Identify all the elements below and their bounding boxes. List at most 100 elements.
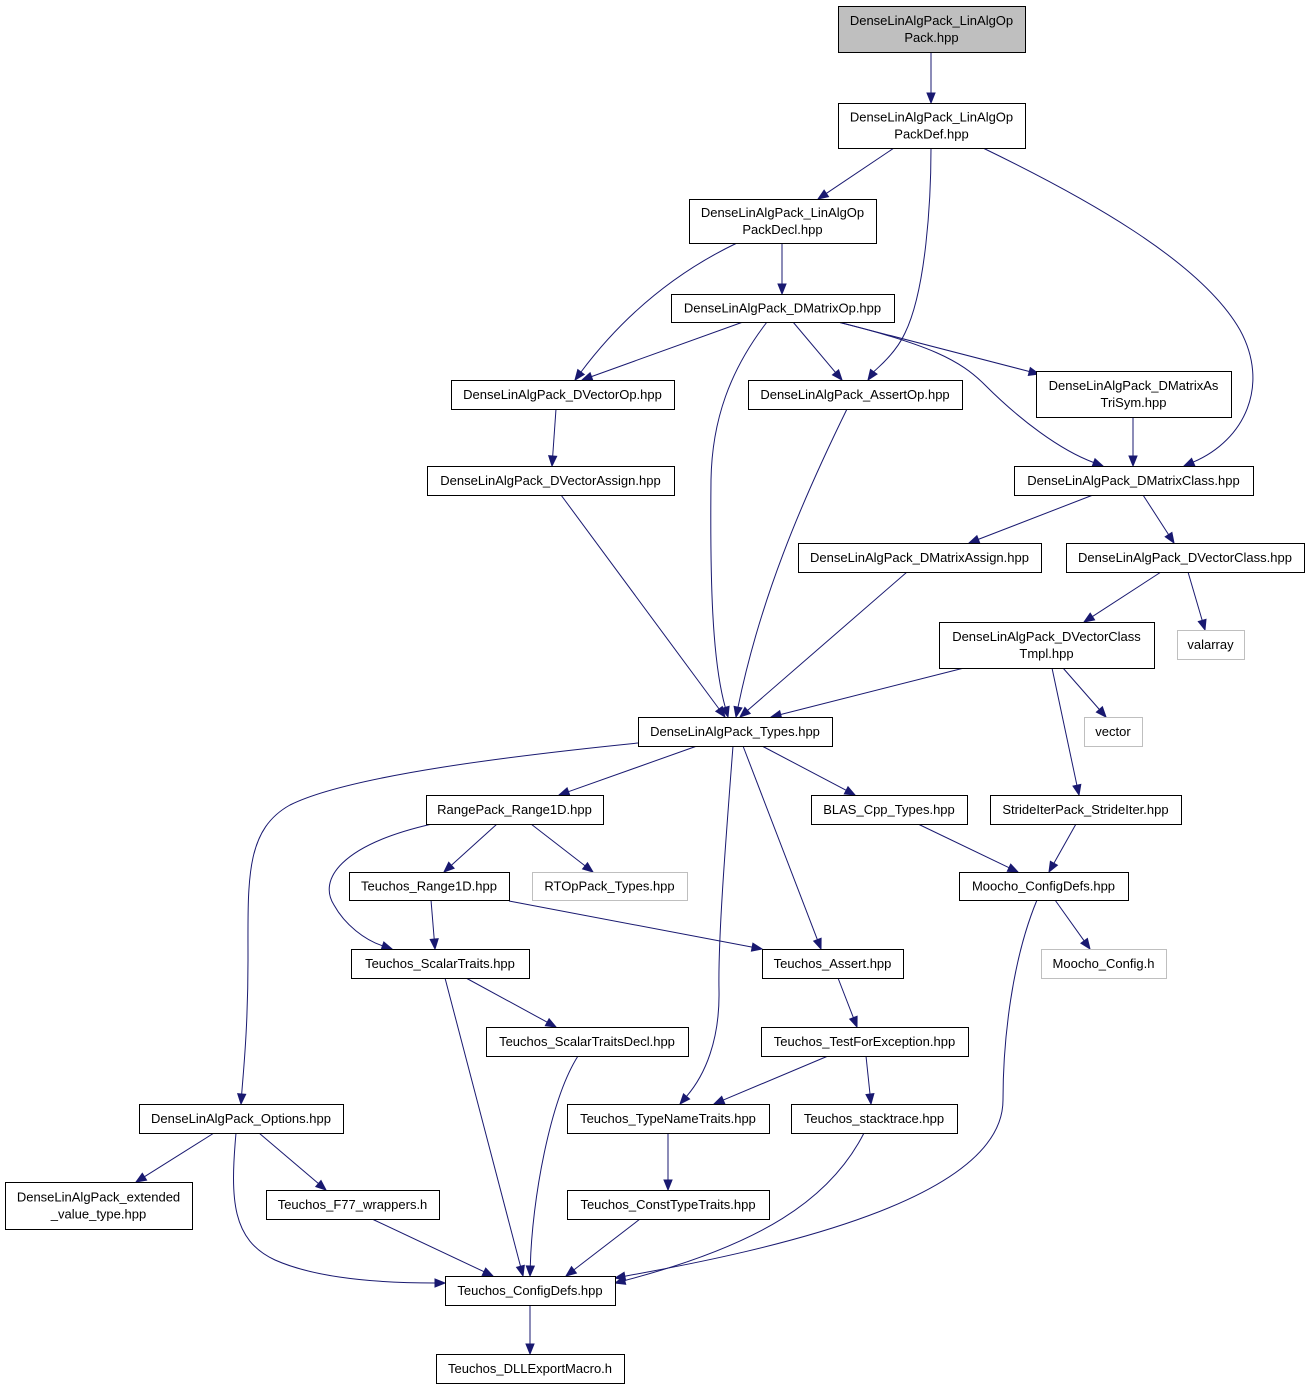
arrowhead-icon (777, 283, 787, 296)
edge-line (917, 823, 1010, 869)
edge-teuchosassert-to-testforexception (837, 977, 858, 1029)
node-box (436, 1354, 625, 1384)
node-range1d[interactable]: RangePack_Range1D.hpp (426, 795, 604, 825)
node-extendedvt[interactable]: DenseLinAlgPack_extended_value_type.hpp (5, 1182, 193, 1230)
node-dvectorop[interactable]: DenseLinAlgPack_DVectorOp.hpp (451, 380, 675, 410)
arrowhead-icon (314, 1179, 328, 1191)
node-dvectorassign[interactable]: DenseLinAlgPack_DVectorAssign.hpp (427, 466, 675, 496)
edge-teuchosconfigdefs-to-dllexport (525, 1305, 535, 1356)
arrowhead-icon (679, 1092, 691, 1106)
node-teuchosrange1d[interactable]: Teuchos_Range1D.hpp (349, 872, 510, 901)
node-label: DenseLinAlgPack_Types.hpp (650, 724, 820, 739)
node-moochoconfigdefs[interactable]: Moocho_ConfigDefs.hpp (959, 872, 1129, 901)
node-assertop[interactable]: DenseLinAlgPack_AssertOp.hpp (748, 380, 963, 410)
edge-line (837, 321, 1094, 463)
arrowhead-icon (733, 705, 743, 719)
edge-line (837, 977, 854, 1018)
edge-line (241, 742, 639, 1095)
node-scalartraitsdecl[interactable]: Teuchos_ScalarTraitsDecl.hpp (486, 1027, 689, 1057)
edge-typenametraits-to-consttypetraits (663, 1133, 673, 1192)
node-label: Teuchos_TestForException.hpp (774, 1034, 955, 1049)
node-label: TriSym.hpp (1101, 395, 1167, 410)
node-box (791, 1104, 958, 1134)
node-label: DenseLinAlgPack_AssertOp.hpp (760, 387, 949, 402)
edge-line (978, 494, 1094, 540)
edge-line (865, 1055, 871, 1095)
node-dmatrixassign[interactable]: DenseLinAlgPack_DMatrixAssign.hpp (798, 543, 1042, 573)
node-types[interactable]: DenseLinAlgPack_Types.hpp (638, 717, 833, 747)
node-label: DenseLinAlgPack_DMatrixClass.hpp (1027, 473, 1239, 488)
edge-line (508, 900, 753, 948)
edge-line (591, 321, 744, 378)
node-label: Moocho_Config.h (1053, 956, 1155, 971)
node-strideiter[interactable]: StrideIterPack_StrideIter.hpp (990, 795, 1182, 825)
edge-teuchosrange1d-to-teuchosassert (508, 900, 764, 952)
node-dvectorclass[interactable]: DenseLinAlgPack_DVectorClass.hpp (1066, 543, 1305, 573)
node-stacktrace[interactable]: Teuchos_stacktrace.hpp (791, 1104, 958, 1134)
edge-line (529, 1055, 579, 1267)
node-box (762, 949, 904, 979)
node-label: DenseLinAlgPack_LinAlgOp (850, 13, 1013, 28)
arrowhead-icon (434, 1278, 447, 1288)
edge-line (530, 823, 586, 867)
node-blascpp[interactable]: BLAS_Cpp_Types.hpp (811, 795, 968, 825)
edge-dmatrixclass-to-dvectorclass (1142, 494, 1175, 545)
edge-dmatrixop-to-dmatrixclass (837, 321, 1105, 467)
arrowhead-icon (481, 1267, 495, 1277)
node-box (1066, 543, 1305, 573)
node-label: DenseLinAlgPack_LinAlgOp (850, 110, 1013, 125)
node-testforexception[interactable]: Teuchos_TestForException.hpp (761, 1027, 969, 1057)
edge-dmatrixassign-to-types (738, 571, 908, 718)
node-options[interactable]: DenseLinAlgPack_Options.hpp (139, 1104, 344, 1134)
node-label: Teuchos_F77_wrappers.h (278, 1197, 428, 1212)
edge-options-to-extendedvt (134, 1132, 215, 1183)
edge-strideiter-to-moochoconfigdefs (1048, 823, 1077, 874)
node-rtoppack[interactable]: RTOpPack_Types.hpp (532, 872, 688, 901)
arrowhead-icon (750, 942, 764, 952)
edge-line (1051, 667, 1078, 786)
edge-stacktrace-to-teuchosconfigdefs (613, 1132, 865, 1285)
node-label: Teuchos_ScalarTraits.hpp (365, 956, 515, 971)
node-label: vector (1095, 724, 1131, 739)
arrowhead-icon (1197, 618, 1207, 632)
edge-line (451, 823, 498, 866)
node-moochoconfig[interactable]: Moocho_Config.h (1041, 949, 1167, 979)
edge-dvectorclass-to-dvectorclasstmpl (1082, 571, 1162, 623)
node-typenametraits[interactable]: Teuchos_TypeNameTraits.hpp (567, 1104, 770, 1134)
node-box (5, 1182, 193, 1230)
edge-line (465, 977, 548, 1023)
arrowhead-icon (831, 368, 843, 382)
node-box (838, 103, 1026, 149)
edge-testforexception-to-stacktrace (865, 1055, 875, 1106)
node-box (1177, 630, 1245, 660)
node-label: DenseLinAlgPack_DMatrixOp.hpp (684, 301, 881, 316)
edge-line (792, 321, 836, 373)
node-box (567, 1190, 770, 1220)
node-label: Pack.hpp (904, 30, 958, 45)
node-box (532, 872, 688, 901)
node-scalartraits[interactable]: Teuchos_ScalarTraits.hpp (351, 949, 530, 979)
edge-line (747, 571, 908, 711)
node-label: DenseLinAlgPack_DVectorAssign.hpp (440, 473, 660, 488)
node-teuchosassert[interactable]: Teuchos_Assert.hpp (762, 949, 904, 979)
edge-types-to-teuchosassert (742, 745, 822, 951)
node-label: RangePack_Range1D.hpp (437, 802, 592, 817)
node-valarray[interactable]: valarray (1177, 630, 1245, 660)
edge-line (624, 1132, 865, 1281)
node-box (689, 199, 877, 244)
edge-dmatrixclass-to-dmatrixassign (967, 494, 1094, 544)
node-dmatrixop[interactable]: DenseLinAlgPack_DMatrixOp.hpp (671, 294, 895, 323)
edge-line (328, 823, 433, 947)
node-dllexport[interactable]: Teuchos_DLLExportMacro.h (436, 1354, 625, 1384)
node-label: Teuchos_ScalarTraitsDecl.hpp (499, 1034, 675, 1049)
node-f77wrappers[interactable]: Teuchos_F77_wrappers.h (266, 1190, 440, 1220)
node-vector[interactable]: vector (1084, 717, 1143, 747)
node-consttypetraits[interactable]: Teuchos_ConstTypeTraits.hpp (567, 1190, 770, 1220)
node-dmatrixclass[interactable]: DenseLinAlgPack_DMatrixClass.hpp (1014, 466, 1254, 496)
node-teuchosconfigdefs[interactable]: Teuchos_ConfigDefs.hpp (445, 1276, 616, 1306)
